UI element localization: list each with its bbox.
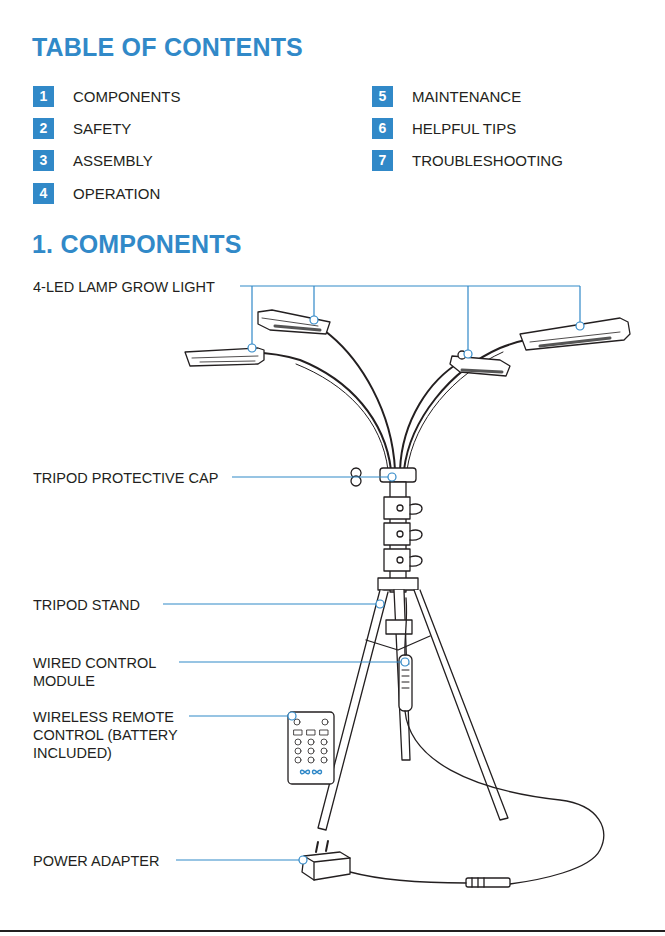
toc-entry: 4 OPERATION: [33, 182, 160, 204]
section-number: 7: [372, 150, 393, 171]
section-number: 3: [33, 150, 54, 171]
section-heading: 1. COMPONENTS: [32, 230, 242, 259]
toc-entry: 3 ASSEMBLY: [33, 149, 153, 171]
section-name: MAINTENANCE: [412, 88, 521, 105]
toc-entry: 5 MAINTENANCE: [372, 85, 521, 107]
part-label: TRIPOD PROTECTIVE CAP: [33, 469, 218, 487]
section-name: SAFETY: [73, 120, 131, 137]
toc-entry: 1 COMPONENTS: [33, 85, 181, 107]
section-name: ASSEMBLY: [73, 152, 153, 169]
section-number: 1: [33, 86, 54, 107]
section-number: 6: [372, 118, 393, 139]
toc-entry: 2 SAFETY: [33, 117, 131, 139]
toc-entry: 7 TROUBLESHOOTING: [372, 149, 563, 171]
part-label: 4-LED LAMP GROW LIGHT: [33, 278, 215, 296]
part-label: TRIPOD STAND: [33, 596, 140, 614]
part-label: POWER ADAPTER: [33, 852, 160, 870]
part-label: WIRELESS REMOTE CONTROL (BATTERY INCLUDE…: [33, 708, 183, 762]
section-name: TROUBLESHOOTING: [412, 152, 563, 169]
section-number: 2: [33, 118, 54, 139]
section-name: OPERATION: [73, 185, 160, 202]
section-heading: TABLE OF CONTENTS: [32, 33, 303, 62]
section-name: COMPONENTS: [73, 88, 181, 105]
section-number: 5: [372, 86, 393, 107]
section-number: 4: [33, 183, 54, 204]
toc-entry: 6 HELPFUL TIPS: [372, 117, 516, 139]
part-label: WIRED CONTROL MODULE: [33, 654, 173, 690]
section-name: HELPFUL TIPS: [412, 120, 516, 137]
